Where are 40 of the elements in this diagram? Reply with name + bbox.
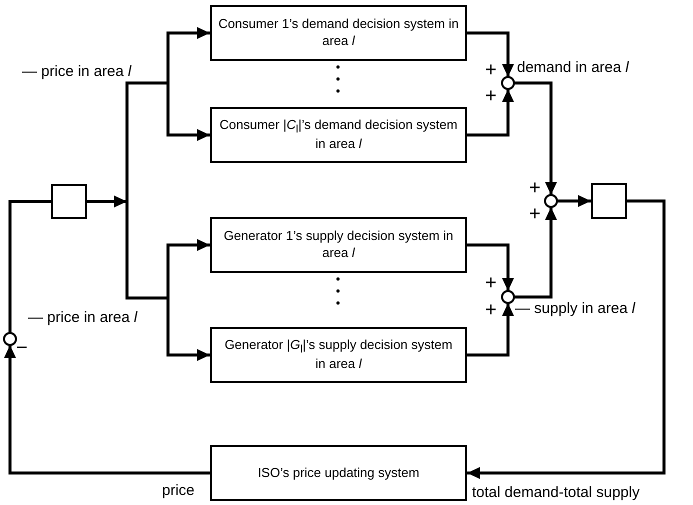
signal-label: — supply in area l <box>515 301 636 316</box>
arrow <box>166 298 210 361</box>
signal-label: price <box>162 483 195 498</box>
arrow <box>467 200 666 479</box>
sign-label: + <box>529 178 541 198</box>
sign-label: − <box>16 338 28 358</box>
arrow <box>87 196 127 208</box>
process-box: Generator 1’s supply decision system in area l <box>210 217 467 273</box>
arrow <box>467 32 514 77</box>
arrow <box>166 83 210 141</box>
block-box <box>51 184 87 219</box>
sign-label: + <box>485 60 497 80</box>
summing-junction <box>501 76 515 90</box>
signal-label: — price in area l <box>28 310 138 325</box>
process-box: Consumer 1’s demand decision system in area l <box>210 5 467 61</box>
connector-line <box>126 202 168 300</box>
arrow <box>514 82 557 195</box>
signal-label: — price in area l <box>22 64 132 79</box>
connector-line <box>126 82 168 202</box>
arrow <box>467 244 514 291</box>
signal-label: demand in area l <box>517 60 629 75</box>
summing-junction <box>501 290 515 304</box>
summing-junction <box>544 194 558 208</box>
arrow <box>166 27 210 83</box>
arrow <box>467 303 514 356</box>
summing-junction <box>3 332 17 346</box>
arrow <box>4 345 210 474</box>
arrow <box>514 207 557 298</box>
signal-label: total demand-total supply <box>472 485 640 500</box>
process-box: Consumer |C$_{l}$|’s demand decision system in area l <box>210 107 467 163</box>
arrow <box>557 195 591 207</box>
sign-label: + <box>485 86 497 106</box>
sign-label: + <box>485 273 497 293</box>
sign-label: + <box>485 300 497 320</box>
block-box <box>591 183 627 219</box>
arrow <box>166 239 210 298</box>
arrow <box>467 89 514 136</box>
sign-label: + <box>529 204 541 224</box>
process-box: ISO’s price updating system <box>210 445 467 501</box>
process-box: Generator |G$_{l}$|’s supply decision system in area l <box>210 327 467 383</box>
